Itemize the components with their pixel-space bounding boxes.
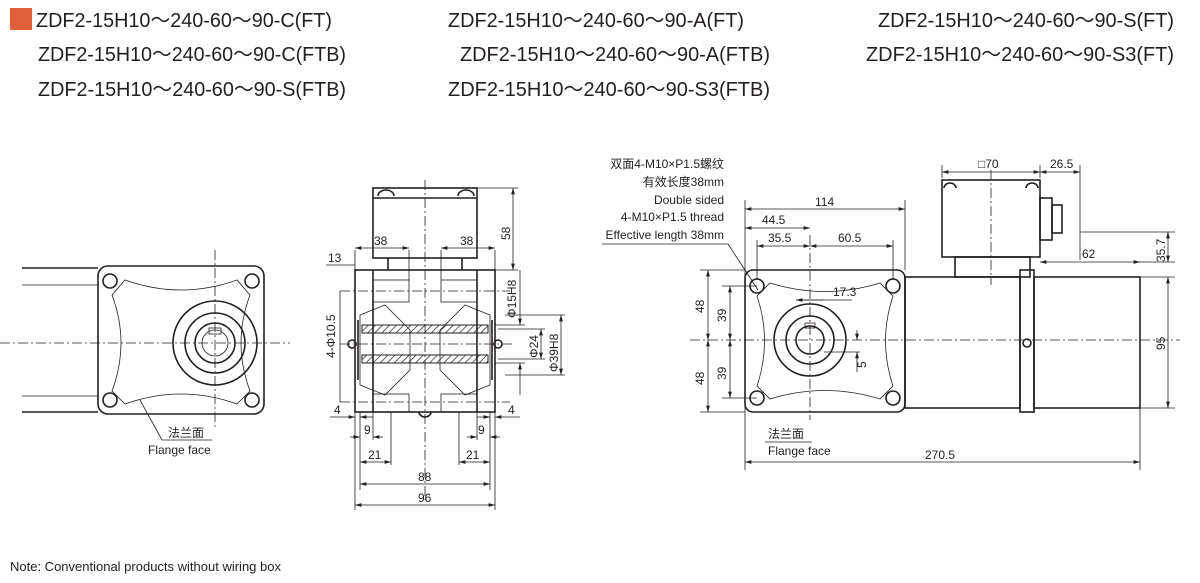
thread-note-line: Double sided — [654, 193, 724, 207]
right-view: 双面4-M10×P1.5螺纹 有效长度38mm Double sided 4-M… — [602, 157, 1180, 470]
dim-9-right: 9 — [478, 423, 485, 437]
flange-face-label-en: Flange face — [768, 444, 831, 458]
dim-bore: Φ15H8 — [505, 279, 519, 318]
dim-58: 58 — [499, 226, 513, 240]
model-title: ZDF2-15H10～240-60～90-A(FT) — [448, 10, 744, 32]
thread-note: 双面4-M10×P1.5螺纹 有效长度38mm Double sided 4-M… — [605, 157, 724, 242]
dim-96: 96 — [418, 491, 432, 505]
thread-note-line: 双面4-M10×P1.5螺纹 — [610, 157, 724, 171]
model-titles: ZDF2-15H10～240-60～90-C(FT) ZDF2-15H10～24… — [36, 10, 1174, 101]
dim-9-left: 9 — [364, 423, 371, 437]
dim-60-5: 60.5 — [838, 231, 862, 245]
middle-view: 38 38 58 13 4-Φ10.5 Φ15H8 Φ24 Φ39H8 4 4 … — [324, 180, 565, 510]
accent-square — [10, 8, 32, 30]
dim-21-right: 21 — [466, 448, 480, 462]
dim-box: □70 — [978, 157, 999, 171]
dim-4-left: 4 — [334, 403, 341, 417]
dim-4-holes: 4-Φ10.5 — [324, 314, 338, 358]
dim-95: 95 — [1154, 336, 1168, 350]
dim-48-top: 48 — [693, 299, 707, 313]
left-view: 法兰面 Flange face — [0, 250, 290, 457]
dim-38-left: 38 — [374, 234, 388, 248]
flange-face-label-en: Flange face — [148, 443, 211, 457]
dim-4-right: 4 — [508, 403, 515, 417]
dim-88: 88 — [418, 470, 432, 484]
thread-note-line: 有效长度38mm — [643, 174, 724, 189]
thread-note-line: Effective length 38mm — [605, 228, 724, 242]
dim-13: 13 — [328, 251, 342, 265]
dim-35-5: 35.5 — [768, 231, 792, 245]
flange-face-label-cn: 法兰面 — [768, 427, 804, 441]
flange-face-label-cn: 法兰面 — [168, 426, 204, 440]
model-title: ZDF2-15H10～240-60～90-S(FTB) — [38, 79, 346, 101]
dim-62: 62 — [1082, 247, 1096, 261]
dim-21-left: 21 — [368, 448, 382, 462]
model-title: ZDF2-15H10～240-60～90-S3(FTB) — [448, 79, 770, 101]
dim-pilot: Φ39H8 — [547, 333, 561, 372]
dim-270-5: 270.5 — [925, 448, 955, 462]
dim-44-5: 44.5 — [762, 213, 786, 227]
dim-39-bottom: 39 — [715, 366, 729, 380]
model-title: ZDF2-15H10～240-60～90-C(FT) — [36, 10, 332, 32]
dim-39-top: 39 — [715, 308, 729, 322]
dim-26-5: 26.5 — [1050, 157, 1074, 171]
thread-note-line: 4-M10×P1.5 thread — [621, 210, 724, 224]
dim-38-right: 38 — [460, 234, 474, 248]
dim-5: 5 — [855, 361, 869, 368]
dim-48-bottom: 48 — [693, 371, 707, 385]
dim-35-7: 35.7 — [1154, 238, 1168, 262]
model-title: ZDF2-15H10～240-60～90-C(FTB) — [38, 44, 346, 66]
model-title: ZDF2-15H10～240-60～90-A(FTB) — [460, 44, 770, 66]
dim-114: 114 — [815, 195, 834, 209]
model-title: ZDF2-15H10～240-60～90-S(FT) — [878, 10, 1174, 32]
dim-shaft: Φ24 — [527, 335, 541, 358]
dim-17-3: 17.3 — [833, 285, 857, 299]
model-title: ZDF2-15H10～240-60～90-S3(FT) — [866, 44, 1174, 66]
footnote: Note: Conventional products without wiri… — [10, 559, 281, 574]
